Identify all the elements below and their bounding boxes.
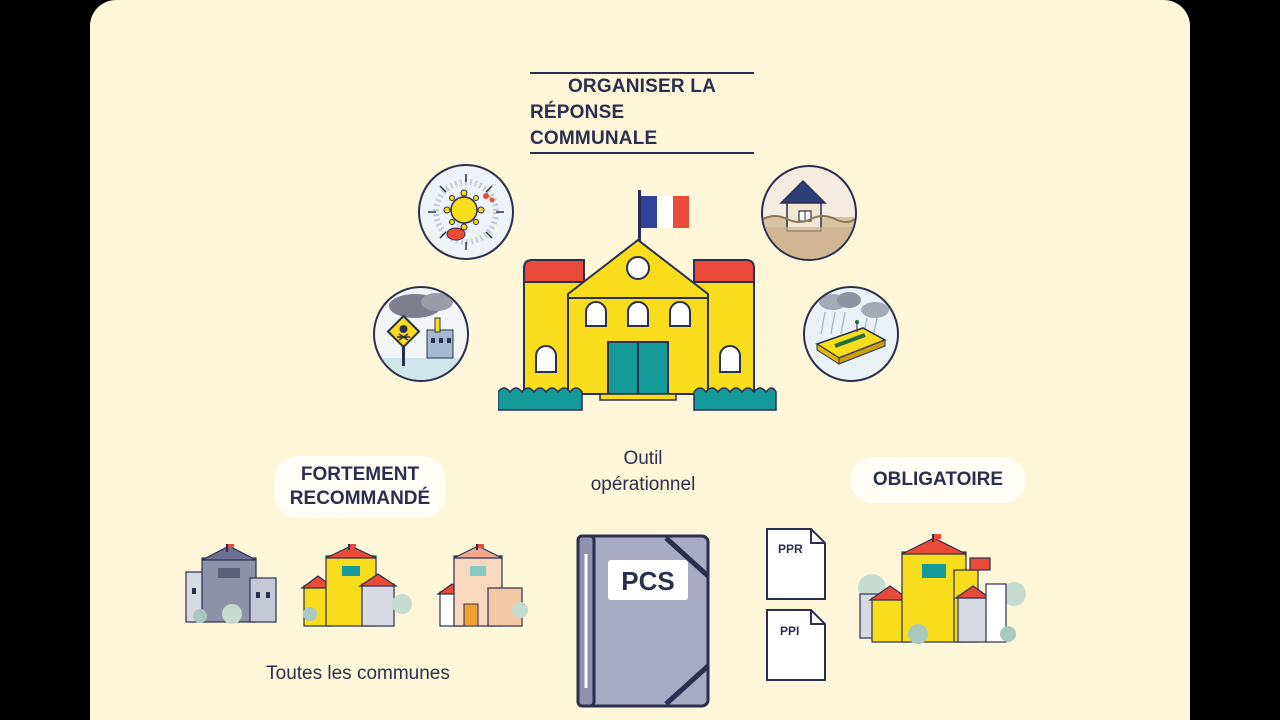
french-flag-icon (638, 190, 689, 248)
recommended-badge: FORTEMENT RECOMMANDÉ (274, 456, 446, 518)
all-towns-caption: Toutes les communes (266, 663, 450, 684)
recommended-line-1: FORTEMENT (300, 464, 420, 485)
title-line-2: RÉPONSE COMMUNALE (530, 102, 658, 149)
page-title: ORGANISER LA RÉPONSE COMMUNALE (530, 72, 754, 154)
town-hall-icon (498, 238, 777, 411)
storm-icon (803, 286, 899, 382)
town-gray-icon (185, 544, 277, 624)
ppi-document-icon (766, 609, 826, 681)
virus-icon (418, 164, 514, 260)
town-yellow-icon (300, 544, 412, 627)
flood-icon (761, 165, 857, 261)
operational-tool-label: Outil opérationnel (558, 446, 728, 498)
operational-tool-line-1: Outil (623, 448, 663, 469)
town-pastel-icon (436, 544, 528, 627)
ppr-document-icon (766, 528, 826, 600)
mandatory-label: OBLIGATOIRE (872, 469, 1004, 490)
pcs-binder-icon (576, 534, 710, 708)
recommended-line-2: RECOMMANDÉ (289, 488, 431, 509)
ppi-document-label: PPI (780, 624, 800, 638)
title-line-1: ORGANISER LA (567, 76, 717, 97)
industrial-hazard-icon (373, 286, 469, 382)
ppr-document-label: PPR (778, 542, 803, 556)
town-large-icon (858, 534, 1026, 644)
operational-tool-line-2: opérationnel (590, 474, 696, 495)
pcs-binder-label: PCS (621, 566, 675, 596)
infographic-canvas: ORGANISER LA RÉPONSE COMMUNALE (90, 0, 1190, 720)
mandatory-badge: OBLIGATOIRE (850, 457, 1026, 503)
